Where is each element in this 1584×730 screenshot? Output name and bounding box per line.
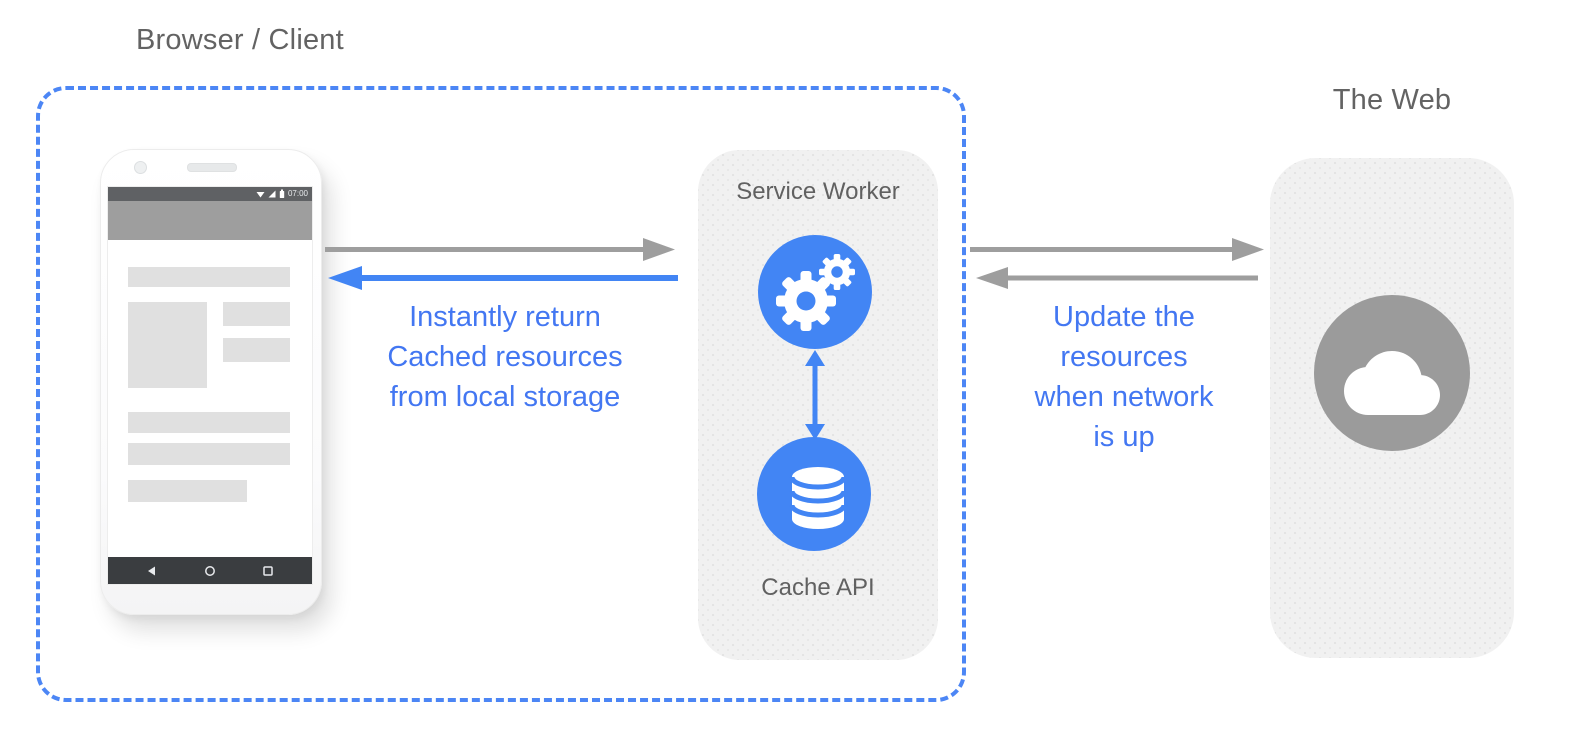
browser-client-title: Browser / Client bbox=[136, 24, 344, 56]
annotation-line: Cached resources bbox=[387, 341, 623, 373]
placeholder-text-bar bbox=[128, 480, 247, 502]
the-web-title: The Web bbox=[1332, 84, 1452, 116]
web-cloud-badge bbox=[1314, 295, 1470, 451]
request-arrow bbox=[325, 238, 675, 261]
service-worker-gears-badge bbox=[758, 235, 872, 349]
placeholder-text-bar bbox=[223, 338, 290, 362]
wifi-icon bbox=[256, 192, 265, 198]
placeholder-text-bar bbox=[128, 443, 290, 465]
phone-app-bar bbox=[108, 201, 312, 240]
service-worker-label: Service Worker bbox=[736, 178, 900, 205]
annotation-line: Update the bbox=[1053, 301, 1195, 333]
database-icon bbox=[789, 467, 847, 529]
placeholder-text-bar bbox=[128, 412, 290, 433]
cache-sync-arrow bbox=[805, 350, 825, 440]
phone-page-content bbox=[108, 240, 312, 557]
phone-speaker bbox=[187, 163, 237, 172]
fetch-arrow bbox=[970, 238, 1264, 261]
phone-camera-dot bbox=[134, 161, 147, 174]
service-worker-panel: Service Worker bbox=[698, 150, 938, 660]
cache-api-label: Cache API bbox=[761, 574, 875, 601]
cached-response-annotation: Instantly return Cached resources from l… bbox=[370, 297, 640, 417]
annotation-line: from local storage bbox=[389, 381, 621, 413]
network-update-annotation: Update the resources when network is up bbox=[990, 297, 1258, 457]
network-response-arrow bbox=[976, 267, 1258, 289]
home-icon bbox=[205, 565, 215, 576]
cloud-icon bbox=[1344, 351, 1440, 415]
status-time: 07:00 bbox=[287, 189, 308, 198]
battery-icon bbox=[279, 189, 285, 198]
phone-status-bar: 07:00 bbox=[108, 187, 312, 201]
annotation-line: Instantly return bbox=[409, 301, 601, 333]
placeholder-text-bar bbox=[128, 267, 290, 287]
placeholder-text-bar bbox=[223, 302, 290, 326]
browser-client-boundary bbox=[36, 86, 966, 702]
phone-nav-bar bbox=[108, 557, 312, 584]
annotation-line: when network bbox=[1034, 381, 1214, 413]
back-icon bbox=[148, 566, 155, 575]
cache-api-badge bbox=[757, 437, 871, 551]
annotation-line: is up bbox=[1093, 421, 1155, 453]
signal-icon bbox=[268, 190, 276, 198]
annotation-line: resources bbox=[1060, 341, 1188, 373]
gears-icon bbox=[776, 254, 856, 331]
the-web-panel bbox=[1270, 158, 1514, 658]
recents-icon bbox=[263, 565, 273, 576]
phone-mockup: 07:00 bbox=[100, 149, 322, 615]
phone-screen: 07:00 bbox=[107, 186, 313, 585]
placeholder-image-block bbox=[128, 302, 207, 388]
cached-response-arrow bbox=[328, 266, 678, 290]
